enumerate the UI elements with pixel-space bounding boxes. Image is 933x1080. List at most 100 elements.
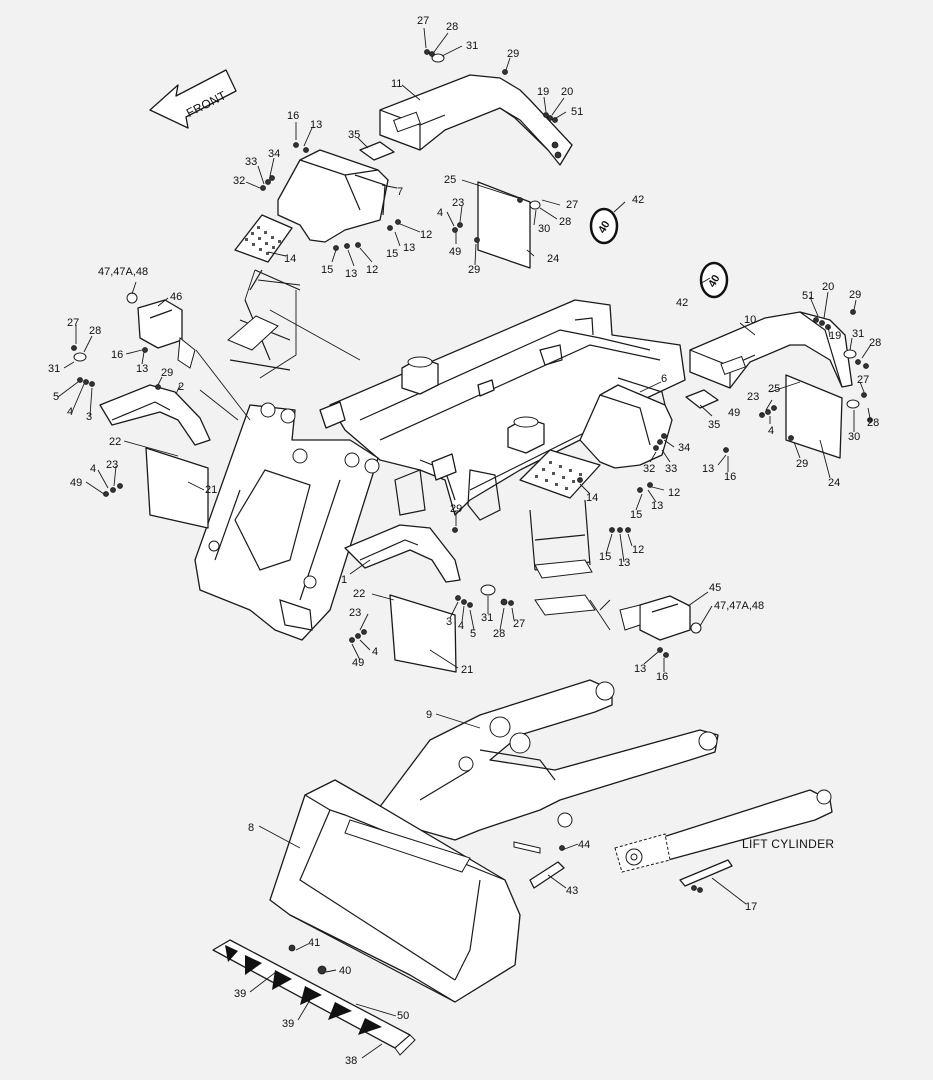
callout: 33	[665, 463, 677, 475]
callout: 13	[618, 557, 630, 569]
callout: 28	[446, 21, 458, 33]
callout: 16	[111, 349, 123, 361]
loader-tower	[194, 402, 380, 641]
callout: 19	[537, 86, 549, 98]
callout: 27	[513, 618, 525, 630]
callout: 39	[234, 988, 246, 1000]
callout: 50	[397, 1010, 409, 1022]
callout: 20	[561, 86, 573, 98]
callout: 11	[391, 78, 402, 90]
lift-cylinder: LIFT CYLINDER	[614, 789, 834, 873]
callout: 24	[547, 253, 559, 265]
callout: 6	[661, 373, 667, 385]
callout: 43	[566, 885, 578, 897]
callout: 8	[248, 822, 254, 834]
lift-arm	[369, 679, 719, 841]
callout: 27	[857, 374, 869, 386]
callout: 13	[136, 363, 148, 375]
callout: 35	[348, 129, 360, 141]
callout: 12	[668, 487, 680, 499]
callout: 31	[481, 612, 493, 624]
pin-44	[513, 841, 541, 854]
hardware-41	[288, 944, 296, 952]
callout: 31	[466, 40, 478, 52]
callout: 13	[634, 663, 646, 675]
callout: 27	[67, 317, 79, 329]
callout: 4	[67, 406, 73, 418]
callout: 51	[802, 290, 814, 302]
callout: 19	[829, 330, 841, 342]
fender-10	[689, 311, 853, 389]
fender-2	[99, 384, 211, 529]
callout: 3	[446, 616, 452, 628]
callout: 5	[53, 391, 59, 403]
lift-cylinder-label: LIFT CYLINDER	[742, 837, 834, 851]
callout: 27	[417, 15, 429, 27]
callout: 13	[702, 463, 714, 475]
callout: 14	[284, 253, 296, 265]
callout: 1	[341, 574, 347, 586]
callout: 39	[282, 1018, 294, 1030]
callout: 10	[744, 314, 756, 326]
callout: 4	[437, 207, 443, 219]
fender-6	[579, 377, 673, 469]
callout: 32	[233, 175, 245, 187]
decal-42-right: 40	[699, 261, 729, 299]
callout: 16	[724, 471, 736, 483]
hardware-dots	[71, 49, 873, 893]
callout: 28	[867, 417, 879, 429]
callout: 5	[470, 628, 476, 640]
callout: 4	[458, 620, 464, 632]
callout: 34	[268, 148, 280, 160]
callout: 28	[559, 216, 571, 228]
callout: 2	[178, 381, 184, 393]
mud-flap-24-top	[477, 181, 531, 269]
callout: 45	[709, 582, 721, 594]
edge-protector	[212, 939, 416, 1056]
callout: 28	[869, 337, 881, 349]
callout: 3	[86, 411, 92, 423]
mud-flap-24-right	[785, 374, 843, 459]
callout: 49	[449, 246, 461, 258]
callout: 29	[796, 458, 808, 470]
callout: 34	[678, 442, 690, 454]
fender-1	[344, 524, 461, 673]
callout: 29	[849, 289, 861, 301]
callout: 40	[339, 965, 351, 977]
callout: 4	[372, 646, 378, 658]
decal-42-left: 40	[589, 207, 619, 245]
callout: 15	[630, 509, 642, 521]
main-frame	[319, 299, 686, 521]
bucket	[269, 779, 521, 1003]
callout: 23	[747, 391, 759, 403]
callout: 44	[578, 839, 590, 851]
plate-35-right	[685, 389, 719, 409]
callout: 14	[586, 492, 598, 504]
callout: 35	[708, 419, 720, 431]
callout: 51	[571, 106, 583, 118]
callout: 46	[170, 291, 182, 303]
bracket-45	[619, 595, 691, 641]
callout: 30	[538, 223, 550, 235]
callout: 13	[403, 242, 415, 254]
callout: 22	[353, 588, 365, 600]
callout: 25	[768, 383, 780, 395]
callout-labels: 27 28 31 29 11 19 20 51 16 13 35 33 34 3…	[48, 15, 881, 1067]
callout: 49	[728, 407, 740, 419]
callout: 13	[651, 500, 663, 512]
callout: 21	[205, 484, 217, 496]
callout: 38	[345, 1055, 357, 1067]
front-arrow: FRONT	[149, 69, 237, 129]
fender-7	[277, 149, 389, 243]
callout: 16	[656, 671, 668, 683]
callout: 4	[90, 463, 96, 475]
callout: 13	[345, 268, 357, 280]
callout: 33	[245, 156, 257, 168]
callout: 28	[89, 325, 101, 337]
link-43	[529, 861, 565, 889]
callout: 12	[366, 264, 378, 276]
callout: 9	[426, 709, 432, 721]
callout: 28	[493, 628, 505, 640]
callout: 29	[468, 264, 480, 276]
